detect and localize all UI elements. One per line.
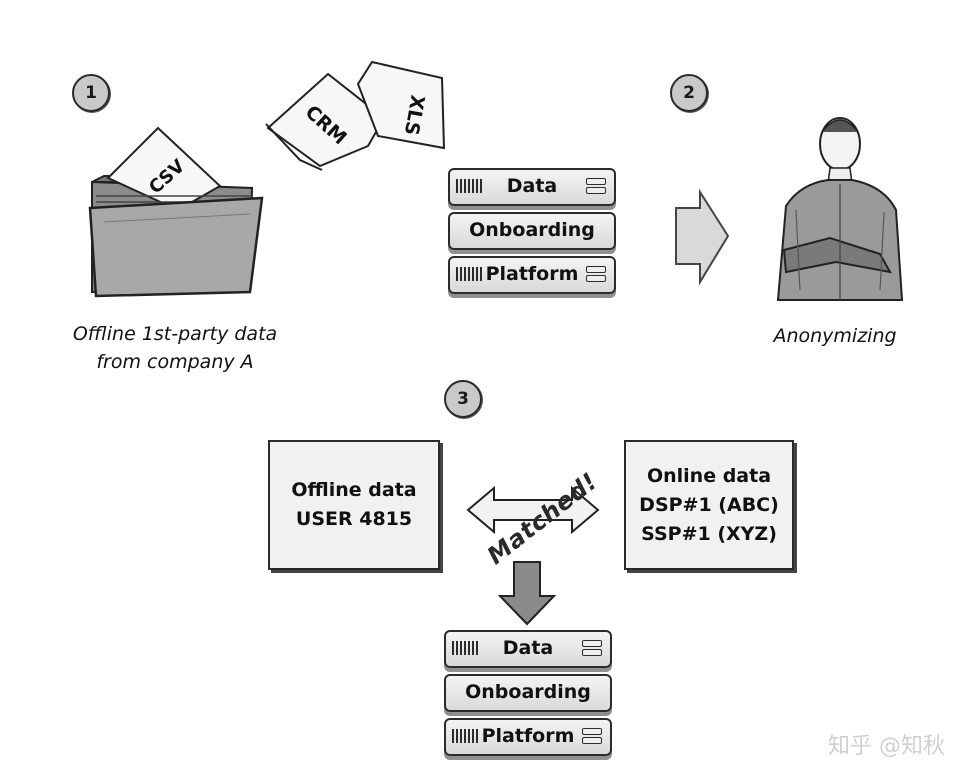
server-tier-label: Platform xyxy=(481,725,575,747)
online-box-line2: DSP#1 (ABC) xyxy=(639,493,779,516)
data-onboarding-platform-bottom: Data Onboarding Platform xyxy=(444,630,612,762)
server-tier-label: Onboarding xyxy=(465,681,591,703)
data-onboarding-platform-top: Data Onboarding Platform xyxy=(448,168,616,300)
server-tier: Onboarding xyxy=(444,674,612,712)
server-tier-label: Onboarding xyxy=(469,219,595,241)
offline-box-line2: USER 4815 xyxy=(295,508,413,530)
double-arrow-icon xyxy=(466,485,600,535)
folder-icon: CSV xyxy=(88,126,264,298)
step-badge-2: 2 xyxy=(670,74,708,112)
step-badge-1: 1 xyxy=(72,74,110,112)
online-data-box: Online data DSP#1 (ABC) SSP#1 (XYZ) xyxy=(624,440,794,570)
offline-box-line1: Offline data xyxy=(291,479,417,501)
online-box-line1: Online data xyxy=(646,464,772,487)
anonymizing-caption: Anonymizing xyxy=(773,325,897,347)
person-icon xyxy=(776,117,904,301)
online-box-line3: SSP#1 (XYZ) xyxy=(641,522,777,545)
watermark: 知乎 @知秋 xyxy=(828,734,945,759)
server-tier: Platform xyxy=(444,718,612,756)
server-tier: Platform xyxy=(448,256,616,294)
right-arrow-icon xyxy=(675,188,730,286)
server-tier-label: Data xyxy=(506,175,558,197)
crm-document-icon: CRM xyxy=(265,72,386,171)
offline-data-caption: Offline 1st-party data from company A xyxy=(40,320,310,376)
server-tier: Data xyxy=(448,168,616,206)
document-icon: CSV xyxy=(106,126,222,212)
xls-document-icon: XLS xyxy=(356,60,446,150)
down-arrow-icon xyxy=(497,561,557,626)
offline-data-box: Offline data USER 4815 xyxy=(268,440,440,570)
server-tier: Data xyxy=(444,630,612,668)
server-icon xyxy=(452,641,478,655)
offline-caption-line2: from company A xyxy=(96,351,254,373)
offline-caption-line1: Offline 1st-party data xyxy=(72,323,278,345)
server-tier-label: Data xyxy=(502,637,554,659)
step-badge-3: 3 xyxy=(444,380,482,418)
server-icon xyxy=(456,179,482,193)
server-tier: Onboarding xyxy=(448,212,616,250)
server-tier-label: Platform xyxy=(485,263,579,285)
